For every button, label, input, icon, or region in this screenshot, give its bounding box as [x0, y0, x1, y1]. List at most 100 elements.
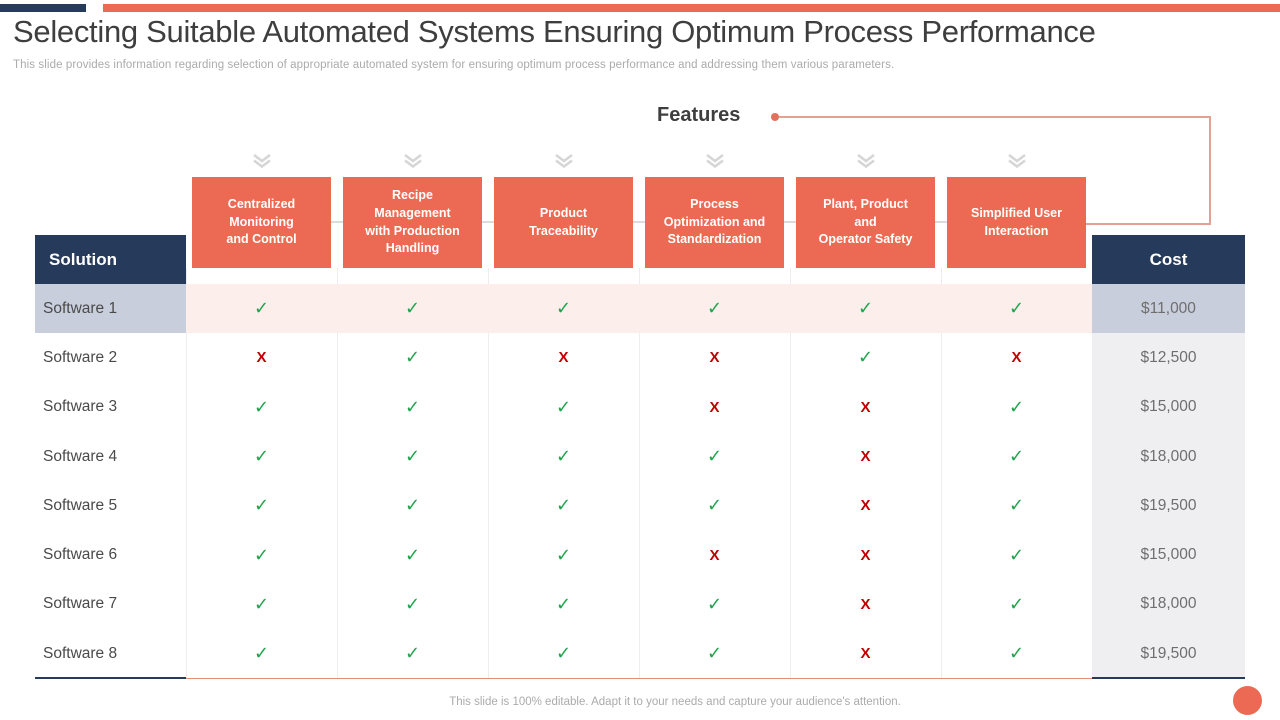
connector-line-return	[1086, 223, 1211, 225]
solution-cell: Software 6	[43, 546, 118, 564]
check-icon: ✓	[1008, 544, 1025, 565]
grid-line	[790, 268, 791, 678]
check-icon: ✓	[706, 495, 723, 516]
chevron-double-down-icon	[554, 153, 573, 169]
cost-cell: $18,000	[1092, 431, 1245, 482]
table-row: Software 8 ✓✓✓✓X✓$19,500	[35, 629, 1245, 679]
cross-icon: X	[256, 349, 267, 367]
solution-cell: Software 7	[43, 595, 118, 613]
table-row: Software 1 ✓✓✓✓✓✓$11,000	[35, 284, 1245, 334]
check-icon: ✓	[555, 495, 572, 516]
grid-line	[186, 268, 187, 678]
table-row: Software 4 ✓✓✓✓X✓$18,000	[35, 431, 1245, 482]
check-icon: ✓	[404, 544, 421, 565]
check-icon: ✓	[706, 446, 723, 467]
page-title: Selecting Suitable Automated Systems Ens…	[13, 14, 1096, 49]
chevron-double-down-icon	[403, 153, 422, 169]
column-chevrons	[186, 153, 1092, 169]
check-icon: ✓	[337, 284, 488, 334]
check-icon: ✓	[1008, 446, 1025, 467]
page-subtitle: This slide provides information regardin…	[13, 59, 895, 71]
connector-dot	[771, 113, 779, 121]
check-icon: ✓	[404, 446, 421, 467]
cost-cell: $18,000	[1092, 579, 1245, 630]
check-icon: ✓	[941, 284, 1092, 334]
table-bottom-border-left	[35, 677, 186, 679]
cost-cell: $15,000	[1092, 530, 1245, 580]
cross-icon: X	[860, 497, 871, 515]
solution-cell: Software 8	[43, 644, 118, 662]
feature-box-connector	[633, 221, 645, 223]
cost-cell: $12,500	[1092, 333, 1245, 383]
feature-header: Process Optimization and Standardization	[645, 177, 784, 268]
check-icon: ✓	[555, 643, 572, 664]
cross-icon: X	[709, 398, 720, 416]
cross-icon: X	[1011, 349, 1022, 367]
table-row: Software 5 ✓ ✓ ✓ ✓ X ✓ $19,500	[35, 481, 1245, 531]
feature-header-row: Centralized Monitoring and Control Recip…	[186, 177, 1092, 268]
cost-cell: $19,500	[1092, 481, 1245, 531]
corner-circle-decoration	[1233, 686, 1262, 715]
check-icon: ✓	[404, 347, 421, 368]
cross-icon: X	[860, 448, 871, 466]
check-icon: ✓	[1008, 396, 1025, 417]
grid-line	[941, 268, 942, 678]
check-icon: ✓	[1008, 593, 1025, 614]
check-icon: ✓	[488, 284, 639, 334]
check-icon: ✓	[1008, 495, 1025, 516]
check-icon: ✓	[404, 495, 421, 516]
footer-note: This slide is 100% editable. Adapt it to…	[449, 696, 901, 708]
check-icon: ✓	[253, 593, 270, 614]
connector-line-vertical	[1209, 116, 1211, 225]
solution-cell: Software 5	[43, 496, 118, 514]
check-icon: ✓	[404, 396, 421, 417]
check-icon: ✓	[639, 284, 790, 334]
top-accent-bar-salmon	[103, 4, 1280, 12]
grid-line	[639, 268, 640, 678]
check-icon: ✓	[404, 593, 421, 614]
check-icon: ✓	[555, 544, 572, 565]
top-accent-bar-navy	[0, 4, 86, 12]
cross-icon: X	[709, 349, 720, 367]
feature-box-connector	[935, 221, 947, 223]
check-icon: ✓	[790, 284, 941, 334]
cross-icon: X	[860, 595, 871, 613]
cross-icon: X	[709, 546, 720, 564]
solution-cell: Software 3	[43, 398, 118, 416]
check-icon: ✓	[555, 396, 572, 417]
chevron-double-down-icon	[1007, 153, 1026, 169]
connector-line-horizontal	[779, 116, 1211, 118]
cross-icon: X	[860, 398, 871, 416]
chevron-double-down-icon	[705, 153, 724, 169]
features-label: Features	[657, 104, 741, 126]
check-icon: ✓	[253, 643, 270, 664]
feature-box-connector	[331, 221, 343, 223]
check-icon: ✓	[253, 544, 270, 565]
table-bottom-border-middle	[186, 677, 1092, 679]
cost-column-header: Cost	[1092, 235, 1245, 284]
cross-icon: X	[860, 546, 871, 564]
feature-header: Plant, Product and Operator Safety	[796, 177, 935, 268]
cross-icon: X	[860, 645, 871, 663]
table-row: Software 6 ✓ ✓ ✓ X X ✓ $15,000	[35, 530, 1245, 580]
check-icon: ✓	[253, 446, 270, 467]
solution-column-header: Solution	[35, 235, 186, 284]
check-icon: ✓	[404, 643, 421, 664]
feature-header: Centralized Monitoring and Control	[192, 177, 331, 268]
solution-cell: Software 4	[43, 447, 118, 465]
check-icon: ✓	[857, 347, 874, 368]
check-icon: ✓	[555, 593, 572, 614]
feature-header: Recipe Management with Production Handli…	[343, 177, 482, 268]
cost-cell: $19,500	[1092, 629, 1245, 679]
check-icon: ✓	[706, 593, 723, 614]
table-bottom-border-right	[1092, 677, 1245, 679]
feature-header: Product Traceability	[494, 177, 633, 268]
feature-box-connector	[784, 221, 796, 223]
check-icon: ✓	[253, 495, 270, 516]
feature-box-connector	[482, 221, 494, 223]
grid-line	[488, 268, 489, 678]
check-icon: ✓	[186, 284, 337, 334]
